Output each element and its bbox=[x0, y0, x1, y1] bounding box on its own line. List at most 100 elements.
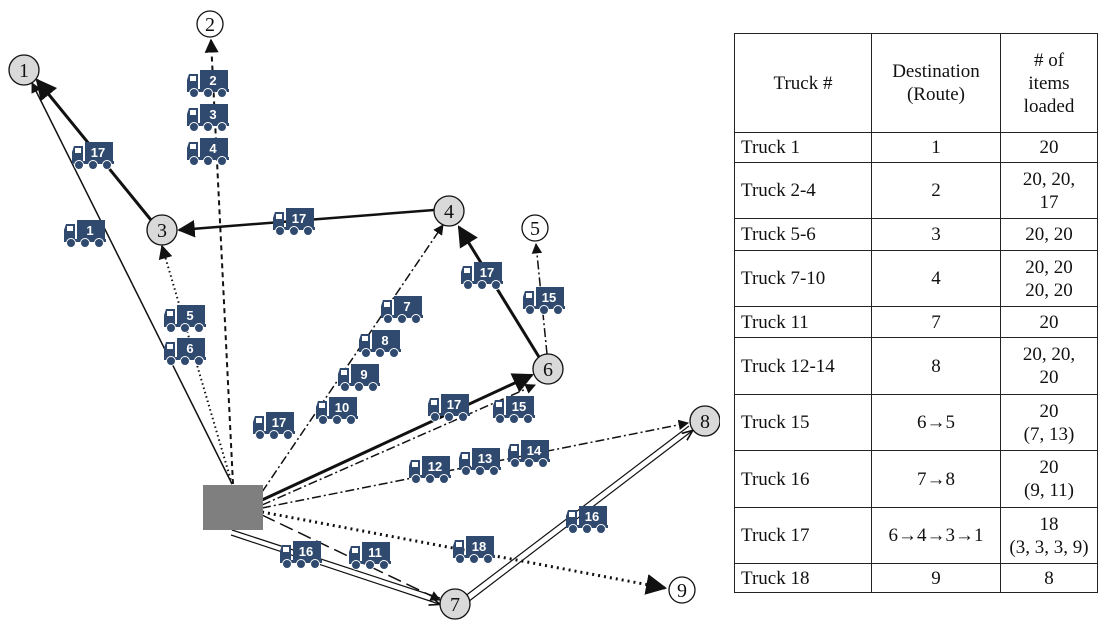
cell-items: 20, 20 20, 20 bbox=[1000, 250, 1098, 307]
truck-number: 2 bbox=[209, 73, 216, 88]
node-label-6: 6 bbox=[543, 359, 553, 381]
truck-number: 17 bbox=[91, 145, 105, 160]
truck-icon: 11 bbox=[348, 542, 392, 570]
truck-icon: 17 bbox=[460, 262, 504, 290]
truck-icon: 14 bbox=[507, 440, 551, 468]
truck-number: 15 bbox=[512, 399, 526, 414]
cell-items: 20, 20 bbox=[1000, 218, 1098, 251]
truck-icon: 16 bbox=[279, 541, 323, 569]
node-9: 9 bbox=[668, 576, 696, 604]
cell-destination: 3 bbox=[871, 218, 1001, 251]
table-row: Truck 1 1 20 bbox=[734, 132, 1098, 163]
cell-destination: 7→8 bbox=[871, 450, 1001, 508]
cell-truck: Truck 1 bbox=[734, 132, 872, 163]
route-7-8-b bbox=[463, 431, 692, 606]
node-label-8: 8 bbox=[700, 411, 710, 433]
route-depot-6-alt bbox=[261, 383, 536, 506]
cell-destination: 4 bbox=[871, 250, 1001, 307]
route-depot-3 bbox=[158, 244, 233, 485]
truck-route-table: Truck # Destination (Route) # of items l… bbox=[734, 33, 1098, 593]
cell-items: 20 (7, 13) bbox=[1000, 394, 1098, 451]
header-destination: Destination (Route) bbox=[871, 33, 1001, 133]
truck-number: 15 bbox=[542, 290, 556, 305]
truck-number: 16 bbox=[299, 544, 313, 559]
truck-icon: 18 bbox=[452, 536, 496, 564]
cell-destination: 7 bbox=[871, 306, 1001, 338]
truck-number: 17 bbox=[292, 211, 306, 226]
route-depot-7-double-b bbox=[230, 534, 439, 604]
truck-icon: 3 bbox=[186, 104, 230, 132]
cell-items: 8 bbox=[1000, 563, 1098, 593]
truck-number: 3 bbox=[209, 107, 216, 122]
truck-icon: 13 bbox=[458, 448, 502, 476]
cell-items: 20, 20, 17 bbox=[1000, 162, 1098, 219]
truck-number: 1 bbox=[86, 223, 93, 238]
truck-number: 17 bbox=[480, 265, 494, 280]
node-label-7: 7 bbox=[450, 594, 460, 616]
truck-number: 17 bbox=[272, 415, 286, 430]
table-row: Truck 5-6 3 20, 20 bbox=[734, 218, 1098, 251]
table-row: Truck 7-10 4 20, 20 20, 20 bbox=[734, 250, 1098, 307]
cell-truck: Truck 12-14 bbox=[734, 337, 872, 395]
route-depot-4 bbox=[261, 224, 444, 493]
cell-destination: 8 bbox=[871, 337, 1001, 395]
cell-destination: 2 bbox=[871, 162, 1001, 219]
node-label-1: 1 bbox=[19, 60, 29, 82]
cell-truck: Truck 17 bbox=[734, 507, 872, 564]
node-2: 2 bbox=[196, 10, 224, 38]
route-depot-6 bbox=[261, 373, 534, 502]
table-row: Truck 18 9 8 bbox=[734, 563, 1098, 593]
truck-icon: 17 bbox=[252, 412, 296, 440]
truck-icon: 9 bbox=[337, 364, 381, 392]
table-row: Truck 2-4 2 20, 20, 17 bbox=[734, 162, 1098, 219]
node-8: 8 bbox=[689, 405, 720, 437]
cell-truck: Truck 11 bbox=[734, 306, 872, 338]
truck-number: 5 bbox=[186, 308, 193, 323]
truck-number: 18 bbox=[472, 539, 486, 554]
nodes: 1 2 3 4 5 6 7 8 9 bbox=[8, 10, 720, 620]
cell-truck: Truck 16 bbox=[734, 450, 872, 508]
node-label-5: 5 bbox=[530, 218, 540, 240]
header-items-loaded: # of items loaded bbox=[1000, 33, 1098, 133]
table-row: Truck 15 6→5 20 (7, 13) bbox=[734, 394, 1098, 451]
truck-icon: 8 bbox=[358, 330, 402, 358]
truck-number: 16 bbox=[585, 509, 599, 524]
truck-number: 12 bbox=[428, 459, 442, 474]
cell-truck: Truck 18 bbox=[734, 563, 872, 593]
route-6-4 bbox=[457, 225, 541, 358]
cell-truck: Truck 2-4 bbox=[734, 162, 872, 219]
cell-truck: Truck 7-10 bbox=[734, 250, 872, 307]
node-label-2: 2 bbox=[205, 14, 215, 36]
truck-number: 4 bbox=[209, 141, 217, 156]
truck-icon: 15 bbox=[522, 287, 566, 315]
truck-icon: 2 bbox=[186, 70, 230, 98]
node-label-3: 3 bbox=[157, 220, 167, 242]
trucks: 2 3 4 17 1 17 17 5 6 17 15 7 8 9 10 17 1… bbox=[63, 70, 609, 570]
truck-icon: 17 bbox=[272, 208, 316, 236]
truck-number: 14 bbox=[527, 443, 542, 458]
cell-items: 20 bbox=[1000, 306, 1098, 338]
truck-number: 17 bbox=[447, 397, 461, 412]
cell-destination: 6→4→3→1 bbox=[871, 507, 1001, 564]
truck-number: 6 bbox=[186, 341, 193, 356]
node-label-9: 9 bbox=[677, 580, 687, 602]
truck-icon: 17 bbox=[427, 394, 471, 422]
cell-destination: 9 bbox=[871, 563, 1001, 593]
truck-number: 10 bbox=[335, 400, 349, 415]
node-3: 3 bbox=[146, 214, 178, 246]
depot-box bbox=[203, 485, 263, 530]
route-depot-1 bbox=[31, 82, 233, 485]
truck-number: 8 bbox=[381, 333, 388, 348]
truck-icon: 12 bbox=[408, 456, 452, 484]
truck-icon: 1 bbox=[63, 220, 107, 248]
route-diagram-svg: 1 2 3 4 5 6 7 8 9 2 3 4 17 1 17 17 5 6 1… bbox=[8, 10, 720, 620]
truck-icon: 15 bbox=[492, 396, 536, 424]
truck-icon: 6 bbox=[163, 338, 207, 366]
truck-icon: 7 bbox=[380, 296, 424, 324]
node-label-4: 4 bbox=[444, 201, 454, 223]
route-depot-7 bbox=[261, 514, 441, 601]
node-1: 1 bbox=[8, 54, 40, 86]
cell-truck: Truck 5-6 bbox=[734, 218, 872, 251]
truck-icon: 10 bbox=[315, 397, 359, 425]
route-depot-7-double-a bbox=[231, 529, 441, 599]
